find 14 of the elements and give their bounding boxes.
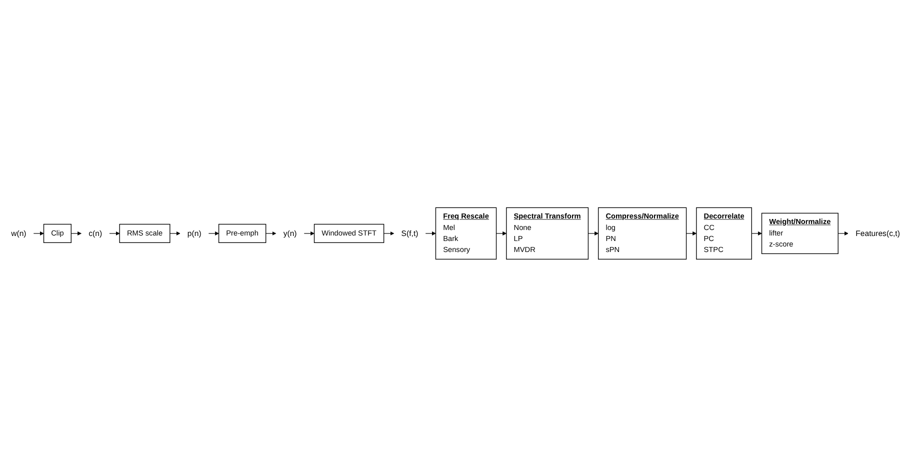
arrow — [425, 230, 436, 236]
arrow — [384, 230, 394, 236]
arrow — [70, 230, 82, 236]
arrow — [208, 230, 219, 236]
arrow — [266, 230, 276, 236]
arrow — [838, 230, 848, 236]
arrow — [686, 230, 697, 236]
arrow — [170, 230, 180, 236]
arrow — [588, 230, 599, 236]
arrow — [751, 230, 762, 236]
arrow — [304, 230, 314, 236]
arrow — [496, 230, 507, 236]
arrow — [109, 230, 120, 236]
arrow — [33, 230, 44, 236]
